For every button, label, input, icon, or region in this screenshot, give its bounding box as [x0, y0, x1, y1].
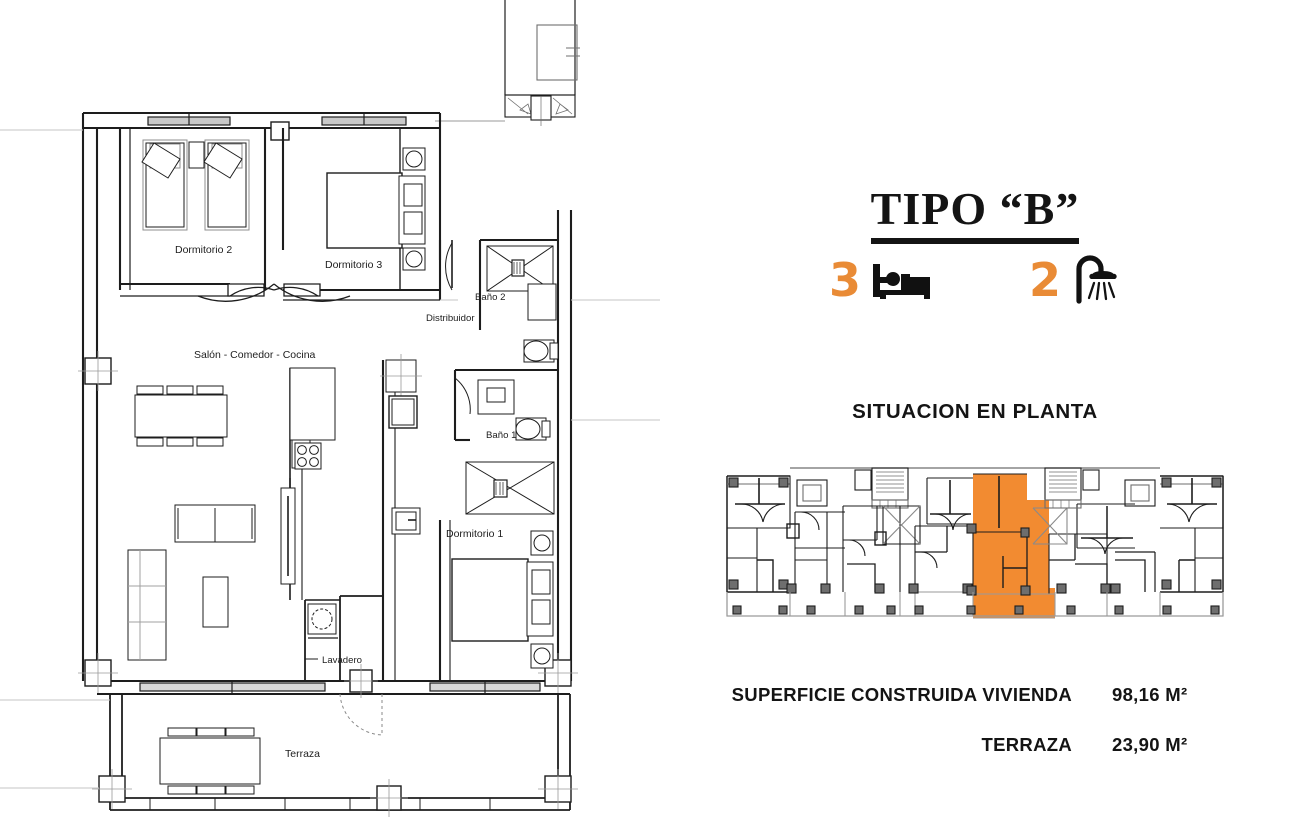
bathrooms-count: 2 — [1029, 253, 1062, 307]
lift-core-right — [1044, 467, 1156, 509]
room-label-dormitorio-1: Dormitorio 1 — [446, 528, 503, 540]
unit-mid-right-b — [1076, 503, 1156, 594]
unit-left-end — [727, 475, 791, 592]
shower-icon — [1076, 255, 1117, 304]
neighbour-unit-top — [435, 0, 580, 126]
unit-mid-left-b — [842, 505, 921, 594]
room-label-dormitorio-2: Dormitorio 2 — [175, 244, 232, 256]
room-bano-2 — [478, 238, 559, 363]
areas-table: SUPERFICIE CONSTRUIDA VIVIENDA 98,16 M² … — [660, 684, 1290, 784]
unit-mid-left-a — [786, 511, 845, 594]
apartment-floor-plan: Dormitorio 2 Dormitorio 3 Distribuidor B… — [0, 0, 660, 817]
room-label-bano-1: Baño 1 — [486, 430, 516, 441]
bedrooms-count: 3 — [828, 253, 861, 307]
unit-type-title-block: TIPO “B” — [660, 186, 1290, 244]
room-bano-1 — [453, 368, 558, 515]
windows-top — [147, 113, 407, 126]
room-dormitorio-3 — [281, 128, 440, 301]
bedrooms-summary: 3 — [829, 257, 933, 303]
room-label-salon: Salón - Comedor - Cocina — [194, 349, 316, 361]
room-distribuidor — [438, 240, 453, 300]
reference-lines — [0, 129, 660, 789]
page-title: TIPO “B” — [870, 186, 1080, 244]
unit-right-end — [1160, 475, 1224, 592]
area-label-terraza: TERRAZA — [981, 734, 1072, 755]
corridor-and-kitchen — [339, 354, 422, 681]
situation-plan-drawing — [715, 448, 1235, 620]
room-label-lavadero: Lavadero — [322, 655, 362, 666]
info-panel: TIPO “B” 3 2 — [660, 0, 1290, 840]
area-row-vivienda: SUPERFICIE CONSTRUIDA VIVIENDA 98,16 M² — [660, 684, 1290, 706]
bed-icon — [873, 264, 930, 299]
kitchen-counter — [280, 367, 336, 600]
lift-core-left — [796, 467, 909, 509]
room-label-dormitorio-3: Dormitorio 3 — [325, 259, 382, 271]
situation-key-plan — [715, 448, 1235, 620]
area-label-vivienda: SUPERFICIE CONSTRUIDA VIVIENDA — [731, 684, 1072, 705]
exterior-walls — [81, 111, 573, 696]
bathrooms-summary: 2 — [1029, 255, 1121, 305]
area-value-terraza: 23,90 M² — [1112, 734, 1188, 755]
structural-columns — [78, 121, 578, 817]
windows-bottom — [139, 681, 541, 693]
salon-furniture — [127, 385, 256, 661]
room-lavadero — [304, 599, 383, 736]
area-row-terraza: TERRAZA 23,90 M² — [660, 734, 1290, 756]
selected-unit-internal-walls — [966, 473, 1055, 619]
terrace-railing — [149, 798, 491, 810]
terrace-corner-marks — [732, 605, 1220, 615]
unit-right-of-selected — [1032, 507, 1111, 594]
room-dormitorio-1 — [438, 520, 554, 681]
unit-summary-icons: 3 2 — [660, 255, 1290, 305]
room-label-bano-2: Baño 2 — [475, 292, 505, 303]
room-label-distribuidor: Distribuidor — [426, 313, 475, 324]
situation-heading: SITUACION EN PLANTA — [852, 400, 1098, 423]
room-label-terraza: Terraza — [285, 748, 320, 760]
footer-note — [300, 824, 760, 838]
terrace-furniture — [159, 727, 261, 795]
building-walls — [726, 467, 1224, 619]
room-dormitorio-2 — [118, 128, 267, 297]
double-door-salon — [197, 283, 351, 302]
terraces-band — [726, 592, 1224, 617]
area-value-vivienda: 98,16 M² — [1112, 684, 1188, 705]
apartment-plan-drawing: Dormitorio 2 Dormitorio 3 Distribuidor B… — [0, 0, 660, 817]
highlighted-unit-tipo-b — [973, 474, 1055, 618]
